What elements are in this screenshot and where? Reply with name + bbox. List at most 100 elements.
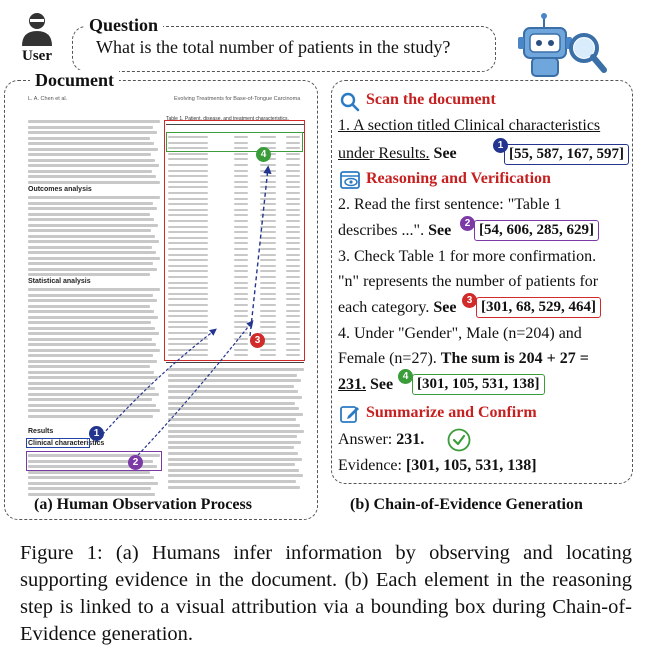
table-cell bbox=[286, 309, 300, 312]
table-cell bbox=[260, 315, 276, 318]
table-cell bbox=[234, 231, 248, 234]
figure-caption: Figure 1: (a) Humans infer information b… bbox=[20, 542, 632, 645]
text-line bbox=[28, 476, 154, 479]
answer-value: 231. bbox=[396, 431, 425, 448]
table-cell bbox=[234, 298, 248, 301]
document-title: Document bbox=[30, 70, 119, 91]
step3-line2: "n" represents the number of patients fo… bbox=[338, 273, 599, 290]
text-line bbox=[168, 412, 303, 416]
page-header-right: Evolving Treatments for Base-of-Tongue C… bbox=[174, 96, 301, 102]
table-cell bbox=[260, 287, 276, 290]
text-line bbox=[28, 315, 158, 319]
text-line bbox=[28, 251, 156, 254]
table-cell bbox=[286, 281, 300, 284]
table-cell bbox=[168, 152, 208, 155]
text-line bbox=[28, 321, 151, 324]
step4-line2a: Female (n=27). bbox=[338, 350, 437, 367]
text-line bbox=[168, 468, 299, 472]
table-cell bbox=[234, 281, 248, 284]
text-line bbox=[28, 229, 151, 232]
question-box bbox=[72, 26, 496, 72]
check-icon bbox=[447, 428, 471, 452]
table-cell bbox=[234, 220, 248, 222]
step2-evidence: [54, 606, 285, 629] bbox=[474, 220, 599, 241]
user-icon bbox=[22, 13, 52, 46]
table-cell bbox=[168, 242, 208, 245]
table-cell bbox=[168, 220, 208, 222]
table-cell bbox=[234, 180, 248, 183]
table-cell bbox=[286, 320, 300, 323]
evidence-box-table bbox=[164, 120, 305, 361]
text-line bbox=[28, 212, 150, 216]
text-line bbox=[28, 201, 153, 205]
text-line bbox=[28, 343, 156, 346]
text-line bbox=[28, 392, 159, 396]
step4-line1: 4. Under "Gender", Male (n=204) and bbox=[338, 325, 582, 342]
text-line bbox=[28, 299, 157, 302]
text-line bbox=[28, 125, 153, 129]
text-line bbox=[168, 407, 299, 411]
table-cell bbox=[286, 214, 300, 217]
table-cell bbox=[260, 180, 276, 183]
text-line bbox=[28, 207, 157, 210]
table-cell bbox=[286, 141, 300, 144]
text-line bbox=[28, 234, 155, 238]
text-line bbox=[28, 196, 160, 199]
text-line bbox=[28, 465, 157, 468]
text-line bbox=[28, 326, 155, 330]
table-cell bbox=[234, 337, 248, 340]
text-line bbox=[28, 365, 150, 368]
page-header-left: L. A. Chen et al. bbox=[28, 96, 68, 102]
table-cell bbox=[234, 248, 248, 250]
step4-line2b: The sum is 204 + 27 = bbox=[440, 350, 589, 367]
table-cell bbox=[260, 304, 276, 306]
text-line bbox=[28, 387, 155, 390]
table-cell bbox=[286, 152, 300, 155]
text-line bbox=[28, 370, 154, 374]
text-line bbox=[28, 332, 159, 335]
badge-3: 3 bbox=[250, 333, 265, 348]
text-line bbox=[28, 376, 158, 379]
text-line bbox=[168, 429, 304, 433]
table-cell bbox=[286, 147, 300, 150]
evidence-label: Evidence: bbox=[338, 457, 402, 474]
chain-panel bbox=[331, 80, 633, 484]
table-cell bbox=[234, 315, 248, 318]
text-line bbox=[168, 373, 297, 377]
table-cell bbox=[234, 175, 248, 178]
table-cell bbox=[260, 225, 276, 228]
table-cell bbox=[260, 136, 276, 138]
table-cell bbox=[286, 270, 300, 273]
text-line bbox=[28, 381, 151, 385]
text-line bbox=[28, 223, 158, 227]
text-line bbox=[28, 153, 151, 156]
evidence-box-clinical-heading bbox=[26, 438, 90, 448]
section-statistical-analysis: Statistical analysis bbox=[28, 278, 91, 285]
table-cell bbox=[234, 152, 248, 155]
table-cell bbox=[234, 304, 248, 306]
text-line bbox=[168, 384, 294, 388]
table-cell bbox=[260, 175, 276, 178]
table-cell bbox=[168, 264, 208, 267]
step2-badge: 2 bbox=[460, 216, 475, 231]
evidence-value: [301, 105, 531, 138] bbox=[405, 457, 537, 474]
badge-2: 2 bbox=[128, 455, 143, 470]
text-line bbox=[28, 256, 160, 260]
step2-line1: 2. Read the first sentence: "Table 1 bbox=[338, 196, 562, 213]
table-cell bbox=[286, 343, 300, 346]
table-cell bbox=[260, 220, 276, 222]
table-cell bbox=[234, 208, 248, 211]
table-cell bbox=[260, 276, 276, 278]
table-cell bbox=[234, 164, 248, 166]
table-cell bbox=[260, 337, 276, 340]
table-cell bbox=[168, 136, 208, 138]
table-cell bbox=[286, 292, 300, 295]
table-cell bbox=[168, 315, 208, 318]
table-cell bbox=[286, 236, 300, 239]
table-cell bbox=[168, 326, 208, 329]
table-cell bbox=[168, 248, 208, 250]
table-cell bbox=[286, 298, 300, 301]
table-cell bbox=[260, 343, 276, 346]
table-cell bbox=[260, 242, 276, 245]
table-cell bbox=[234, 203, 248, 206]
